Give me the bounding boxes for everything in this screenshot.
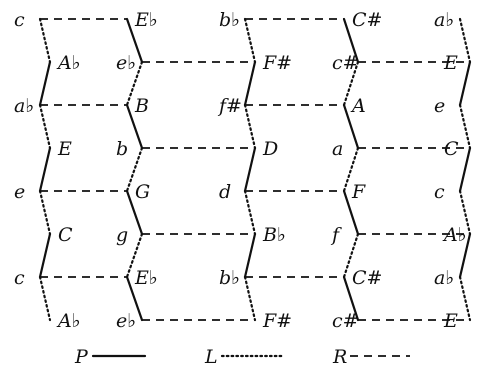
chord-label: f [330, 224, 342, 246]
chord-label: A♭ [442, 224, 467, 246]
legend-l-label: L [204, 346, 218, 368]
chord-label: B♭ [262, 224, 286, 246]
l-edge-col4-r2 [458, 103, 472, 150]
chord-label: F# [262, 52, 292, 74]
l-edge-col1-r1 [125, 60, 144, 107]
chord-label: e [14, 181, 25, 203]
chord-label: E [443, 310, 458, 332]
chord-label: G [135, 181, 150, 203]
p-edge-col2-r5 [243, 232, 257, 279]
tonnetz-edges [38, 17, 472, 322]
l-edge-col4-r4 [458, 189, 472, 236]
l-edge-col3-r1 [342, 60, 360, 107]
l-edge-col4-r0 [458, 17, 472, 64]
chord-label: d [219, 181, 231, 203]
p-edge-col1-r6 [125, 275, 144, 322]
p-edge-col2-r1 [243, 60, 257, 107]
chord-label: c# [332, 310, 359, 332]
p-edge-col1-r4 [125, 189, 144, 236]
l-edge-col2-r6 [243, 275, 257, 322]
chord-label: e [434, 95, 445, 117]
chord-label: e♭ [116, 52, 136, 74]
chord-label: A♭ [56, 310, 81, 332]
chord-label: f# [217, 95, 242, 117]
chord-label: b♭ [219, 9, 240, 31]
p-edge-col4-r1 [458, 60, 472, 107]
l-edge-col2-r2 [243, 103, 257, 150]
chord-label: C# [352, 267, 382, 289]
p-edge-col2-r3 [243, 146, 257, 193]
chord-label: C# [352, 9, 382, 31]
chord-label: C [58, 224, 73, 246]
l-edge-col3-r3 [342, 146, 360, 193]
p-edge-col3-r0 [342, 17, 360, 64]
l-edge-col2-r4 [243, 189, 257, 236]
chord-label: A♭ [56, 52, 81, 74]
l-edge-col1-r3 [125, 146, 144, 193]
p-edge-col0-r5 [38, 232, 52, 279]
p-edge-col1-r2 [125, 103, 144, 150]
chord-label: A [350, 95, 366, 117]
l-edge-col1-r5 [125, 232, 144, 279]
chord-label: F [351, 181, 366, 203]
p-edge-col4-r3 [458, 146, 472, 193]
p-edge-col3-r4 [342, 189, 360, 236]
l-edge-col3-r5 [342, 232, 360, 279]
chord-label: g [116, 224, 128, 246]
chord-label: a♭ [434, 267, 454, 289]
chord-label: c# [332, 52, 359, 74]
p-edge-col0-r1 [38, 60, 52, 107]
l-edge-col0-r0 [38, 17, 52, 64]
l-edge-col0-r4 [38, 189, 52, 236]
chord-label: E♭ [134, 267, 158, 289]
chord-label: E [57, 138, 72, 160]
chord-label: C [444, 138, 459, 160]
l-edge-col0-r6 [38, 275, 52, 322]
chord-label: E♭ [134, 9, 158, 31]
chord-label: a♭ [14, 95, 34, 117]
chord-label: D [262, 138, 278, 160]
chord-label: B [134, 95, 149, 117]
chord-label: c [434, 181, 445, 203]
legend-p-label: P [74, 346, 89, 368]
l-edge-col2-r0 [243, 17, 257, 64]
chord-label: F# [262, 310, 292, 332]
p-edge-col4-r5 [458, 232, 472, 279]
chord-label: e♭ [116, 310, 136, 332]
chord-label: a♭ [434, 9, 454, 31]
chord-label: b♭ [219, 267, 240, 289]
l-edge-col0-r2 [38, 103, 52, 150]
chord-label: b [116, 138, 128, 160]
chord-label: E [443, 52, 458, 74]
legend-r-label: R [332, 346, 347, 368]
l-edge-col4-r6 [458, 275, 472, 322]
p-edge-col3-r2 [342, 103, 360, 150]
chord-label: c [14, 267, 25, 289]
p-edge-col0-r3 [38, 146, 52, 193]
chord-label: a [332, 138, 343, 160]
p-edge-col1-r0 [125, 17, 144, 64]
chord-label: c [14, 9, 25, 31]
p-edge-col3-r6 [342, 275, 360, 322]
legend: P L R [74, 346, 410, 368]
